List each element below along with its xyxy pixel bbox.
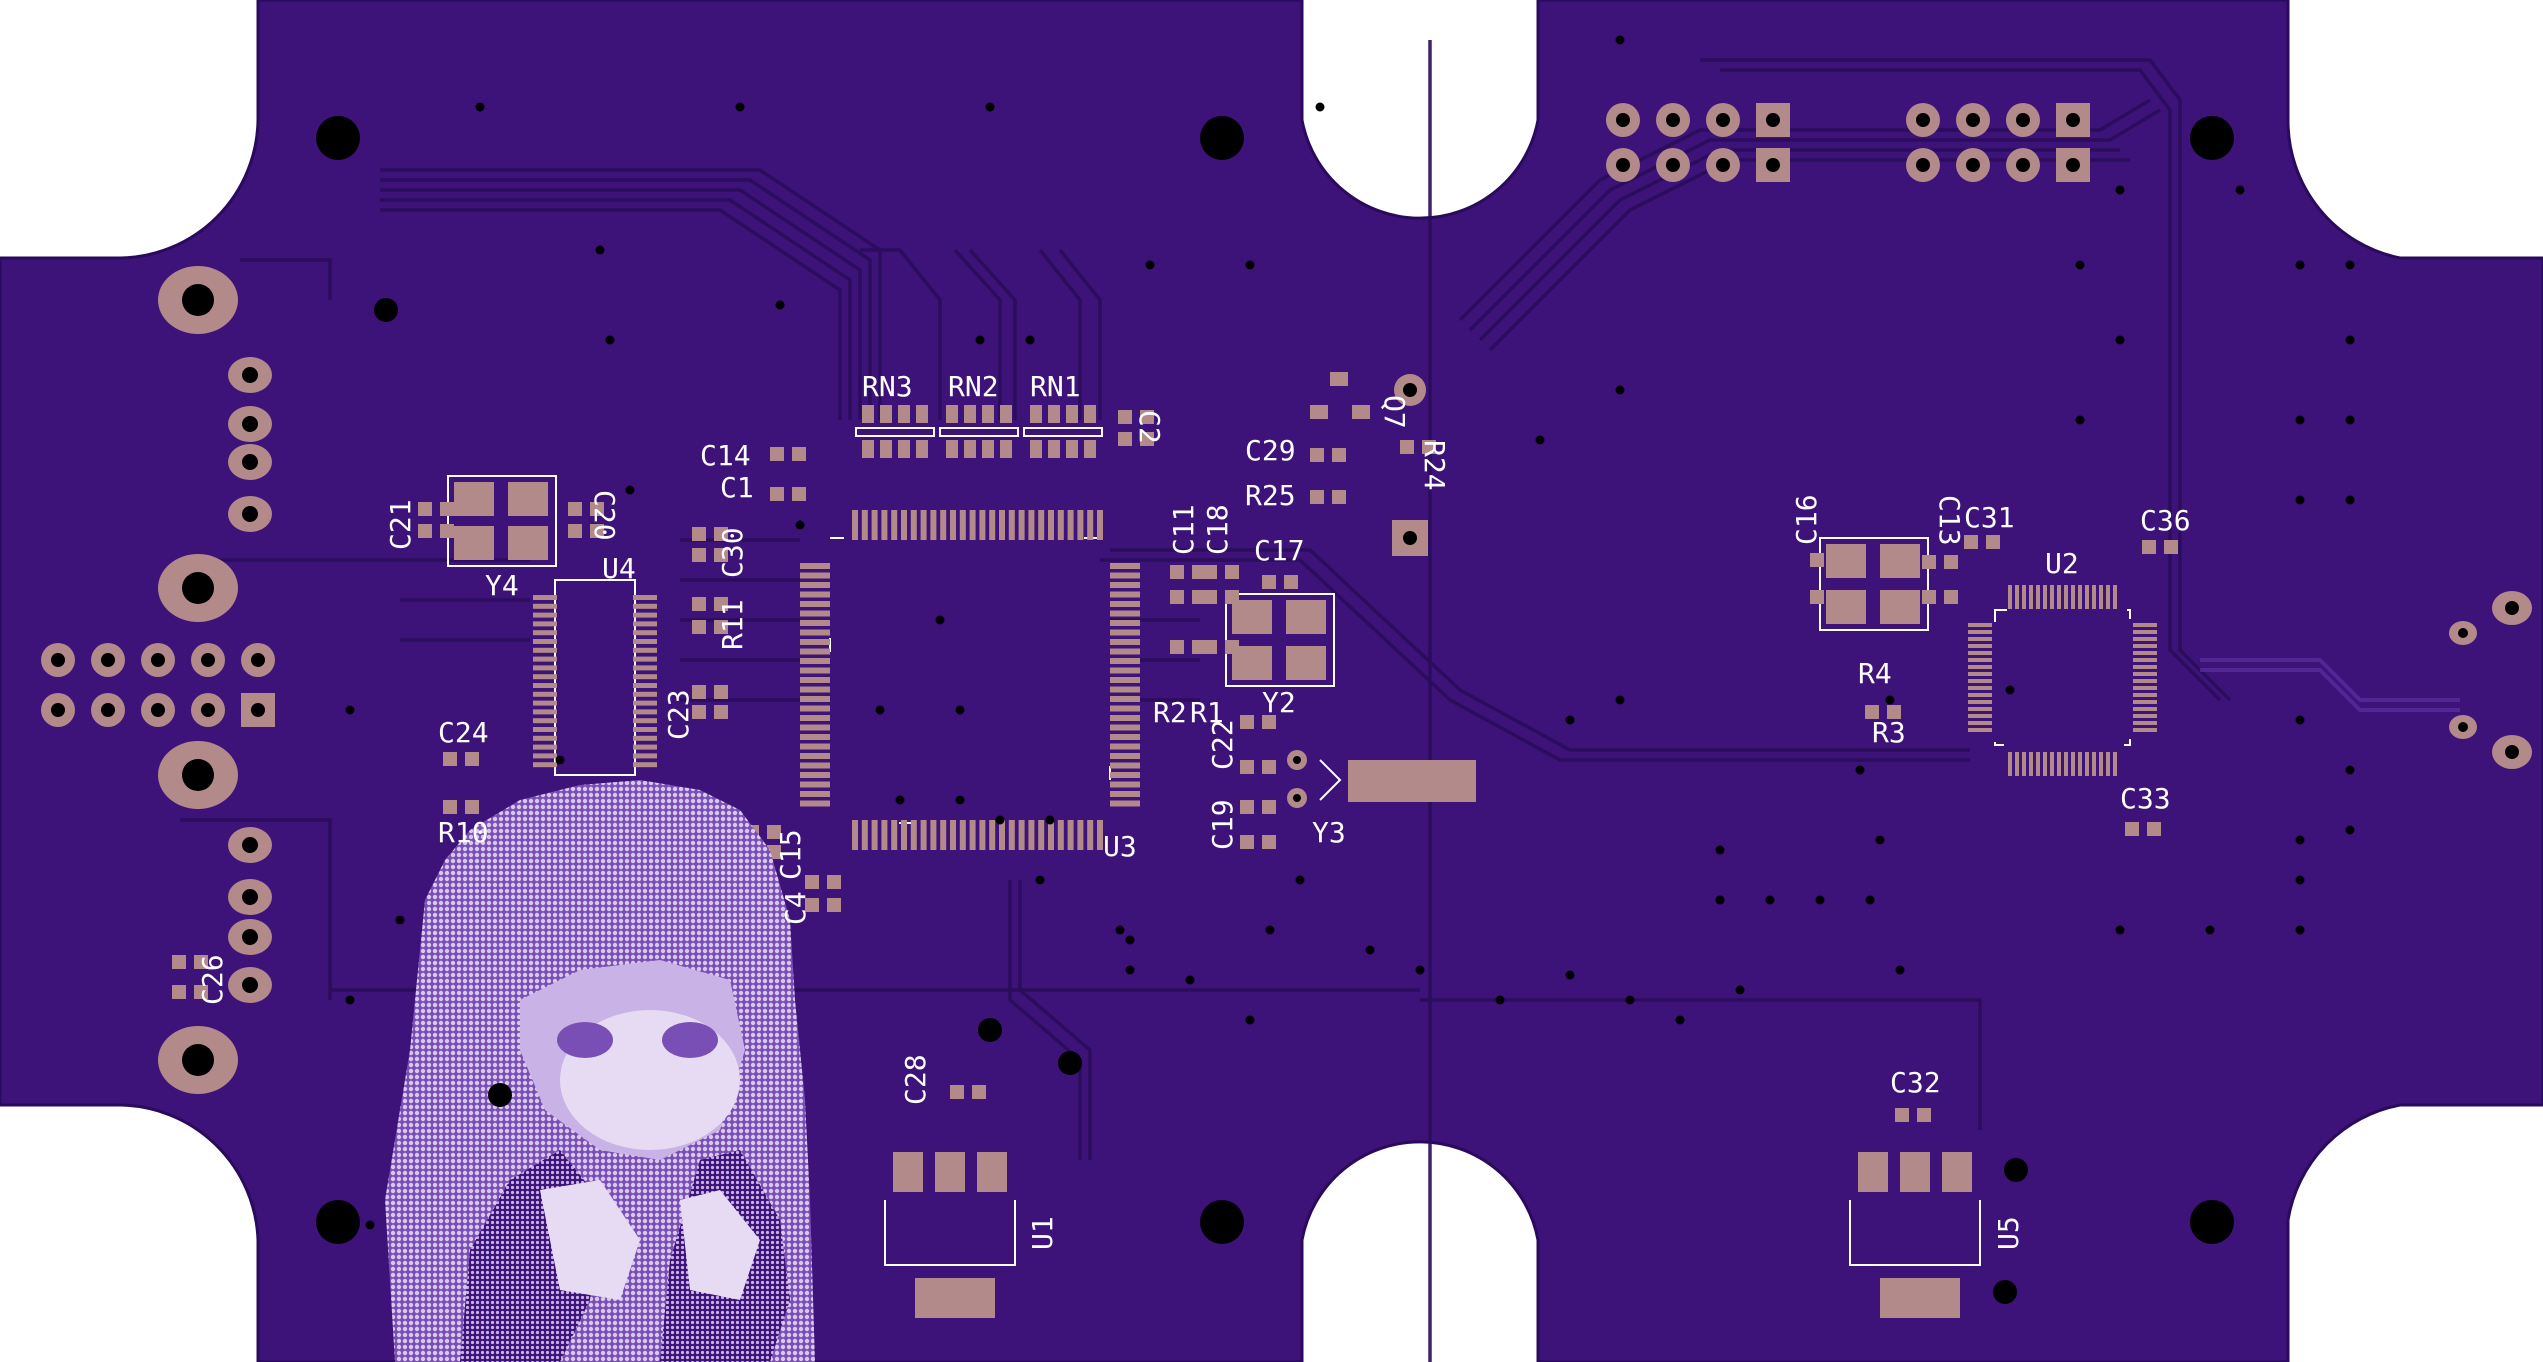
resistor-networks xyxy=(855,405,1103,458)
label-c31: C31 xyxy=(1964,501,2015,534)
right-connector-pads xyxy=(2449,591,2532,769)
label-c32: C32 xyxy=(1890,1066,1941,1099)
label-c21: C21 xyxy=(384,499,417,550)
label-r3: R3 xyxy=(1872,716,1906,749)
silkscreen-labels: RN3 RN2 RN1 C2 C14 C1 C21 C20 Y4 U4 C30 … xyxy=(196,370,2191,1250)
label-c26: C26 xyxy=(196,954,229,1005)
label-rn3: RN3 xyxy=(862,370,913,403)
top-pin-headers xyxy=(1606,103,2090,182)
label-r10: R10 xyxy=(438,816,489,849)
label-r4: R4 xyxy=(1858,657,1892,690)
label-u5: U5 xyxy=(1992,1216,2025,1250)
label-c30: C30 xyxy=(716,527,749,578)
anime-girl-silkscreen-image xyxy=(385,780,815,1362)
label-c2: C2 xyxy=(1133,410,1166,444)
label-c33: C33 xyxy=(2120,782,2171,815)
label-c23: C23 xyxy=(662,689,695,740)
label-q7: Q7 xyxy=(1378,395,1411,429)
label-c29: C29 xyxy=(1245,434,1296,467)
label-y2: Y2 xyxy=(1262,686,1296,719)
label-c22: C22 xyxy=(1206,719,1239,770)
label-r2: R2 xyxy=(1153,696,1187,729)
smd-passives xyxy=(172,410,2178,1122)
label-y3: Y3 xyxy=(1312,816,1346,849)
u5-regulator xyxy=(1849,1152,1981,1318)
label-c19: C19 xyxy=(1206,799,1239,850)
label-u4: U4 xyxy=(602,552,636,585)
label-c36: C36 xyxy=(2140,504,2191,537)
label-u1: U1 xyxy=(1026,1216,1059,1250)
label-c1: C1 xyxy=(720,471,754,504)
q7-transistor xyxy=(1310,372,1428,556)
label-c20: C20 xyxy=(588,490,621,541)
label-c14: C14 xyxy=(700,439,751,472)
label-c16: C16 xyxy=(1790,494,1823,545)
u4-soic-chip xyxy=(533,579,657,776)
mounting-holes xyxy=(316,116,2234,1304)
u1-regulator xyxy=(884,1152,1016,1318)
label-rn1: RN1 xyxy=(1030,370,1081,403)
label-c11: C11 xyxy=(1167,504,1200,555)
label-c13: C13 xyxy=(1933,495,1966,546)
label-c24: C24 xyxy=(438,716,489,749)
label-r11: R11 xyxy=(716,599,749,650)
left-pin-header xyxy=(41,643,275,727)
label-c18: C18 xyxy=(1201,504,1234,555)
label-rn2: RN2 xyxy=(948,370,999,403)
label-c17: C17 xyxy=(1254,534,1305,567)
label-r24: R24 xyxy=(1418,440,1451,491)
label-u2: U2 xyxy=(2045,547,2079,580)
label-c15: C15 xyxy=(774,829,807,880)
u2-qfp-chip xyxy=(1968,585,2157,776)
label-u3: U3 xyxy=(1103,830,1137,863)
label-r1: R1 xyxy=(1190,696,1224,729)
label-y4: Y4 xyxy=(485,569,519,602)
vias xyxy=(345,35,2355,1230)
label-c4: C4 xyxy=(779,891,812,925)
label-r25: R25 xyxy=(1245,479,1296,512)
label-c28: C28 xyxy=(899,1054,932,1105)
u3-qfp-chip xyxy=(800,510,1140,850)
left-connector-pads xyxy=(158,266,272,1094)
